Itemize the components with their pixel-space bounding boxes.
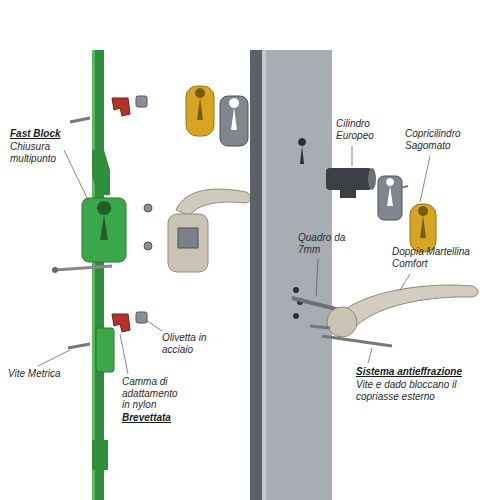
part-label-text: Brevettata [122, 412, 171, 423]
cover-plate [220, 96, 248, 146]
part-label: Vite e dado bloccano il copriasse estern… [356, 379, 486, 402]
part-label: Chiusura multipunto [10, 141, 70, 164]
handle-rosette [327, 307, 357, 337]
lock-bar-joint [92, 150, 110, 195]
part-label: Olivetta in acciaio [162, 332, 222, 355]
screw-head [52, 267, 58, 273]
part-label: Vite Metrica [8, 368, 83, 380]
lock-case-hole [97, 201, 111, 240]
steel-olive [136, 312, 147, 323]
part-label-text: Copricilindro Sagomato [405, 128, 461, 151]
part-label-text: Sistema antieffrazione [356, 366, 462, 377]
nylon-cam [112, 314, 130, 332]
nylon-cam [112, 98, 130, 116]
leader-line [64, 150, 88, 200]
leader-line [400, 274, 410, 290]
leader-line [368, 348, 372, 363]
cover-plate [378, 176, 402, 220]
handle-lever [176, 189, 251, 216]
screw [310, 326, 330, 328]
part-label-text: Doppia Martellina Comfort [392, 246, 470, 269]
part-label-text: Fast Block [10, 128, 61, 139]
handle-square [178, 228, 198, 248]
leader-line [146, 320, 162, 331]
part-label: Cilindro Europeo [336, 118, 392, 141]
euro-cylinder-face [368, 168, 376, 190]
part-label: Camma di adattamento in nylon [122, 376, 184, 411]
part-label-text: Olivetta in acciaio [162, 332, 206, 355]
metric-screw [55, 266, 112, 270]
door-hole [293, 313, 299, 319]
cylinder-cover [410, 204, 436, 252]
steel-olive [136, 96, 147, 107]
part-label-text: Quadro da 7mm [298, 232, 345, 255]
lock-bar-end [92, 440, 108, 470]
lock-cam-seat [96, 328, 114, 372]
door-panel [262, 50, 332, 500]
part-label: Copricilindro Sagomato [405, 128, 487, 151]
screw [68, 344, 90, 348]
keyhole [386, 178, 394, 206]
part-label-text: Camma di adattamento in nylon [122, 376, 178, 410]
euro-cylinder-cam [340, 186, 356, 198]
handle-rosette [168, 214, 208, 272]
leader-line [316, 259, 318, 296]
leader-line [352, 146, 353, 166]
lock-case [82, 198, 126, 262]
door-hole [293, 287, 299, 293]
keyhole [195, 88, 205, 120]
leader-line [120, 334, 128, 374]
door-keyhole [298, 138, 306, 164]
anti-break-screw [322, 336, 392, 346]
part-label: Fast Block [10, 128, 85, 140]
door-edge [250, 50, 262, 500]
door-highlight [262, 50, 266, 500]
lock-bar-edge [92, 50, 95, 500]
keyhole [418, 206, 428, 238]
cylinder-cover [186, 86, 214, 136]
screw [400, 186, 408, 188]
part-label-text: Cilindro Europeo [336, 118, 374, 141]
part-label-text: Vite Metrica [8, 368, 61, 379]
keyhole [229, 98, 239, 130]
leader-line [38, 350, 70, 366]
nut [144, 204, 152, 212]
part-label: Doppia Martellina Comfort [392, 246, 492, 269]
handle-lever [344, 285, 478, 326]
part-label-text: Vite e dado bloccano il copriasse estern… [356, 379, 456, 402]
lock-bar [92, 50, 104, 500]
screw [70, 118, 90, 122]
part-label: Quadro da 7mm [298, 232, 346, 255]
leader-line [420, 156, 430, 202]
part-label: Brevettata [122, 412, 197, 424]
part-label: Sistema antieffrazione [356, 366, 486, 378]
nut [144, 242, 152, 250]
part-label-text: Chiusura multipunto [10, 141, 56, 164]
